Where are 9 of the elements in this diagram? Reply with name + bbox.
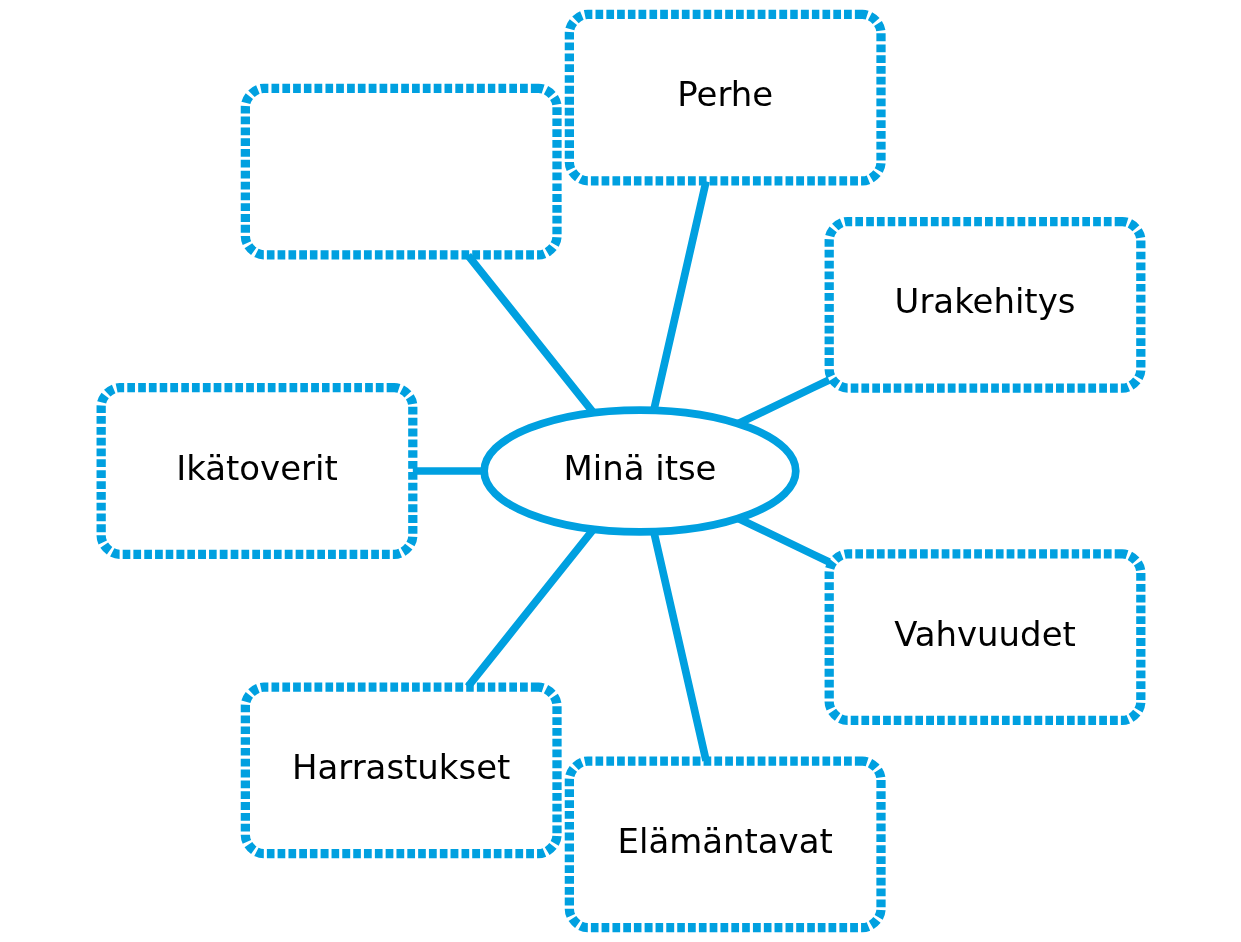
node-box: Perhe [564,9,886,186]
node-box: Ikätoverit [96,383,417,559]
node-box: Urakehitys [824,216,1145,393]
node-box: Vahvuudet [824,549,1145,726]
node-ellipse: Minä itse [479,406,800,536]
connector [412,467,484,475]
node-box: Harrastukset [240,682,562,859]
node-box: Elämäntavat [564,756,886,933]
node-box [240,83,562,260]
